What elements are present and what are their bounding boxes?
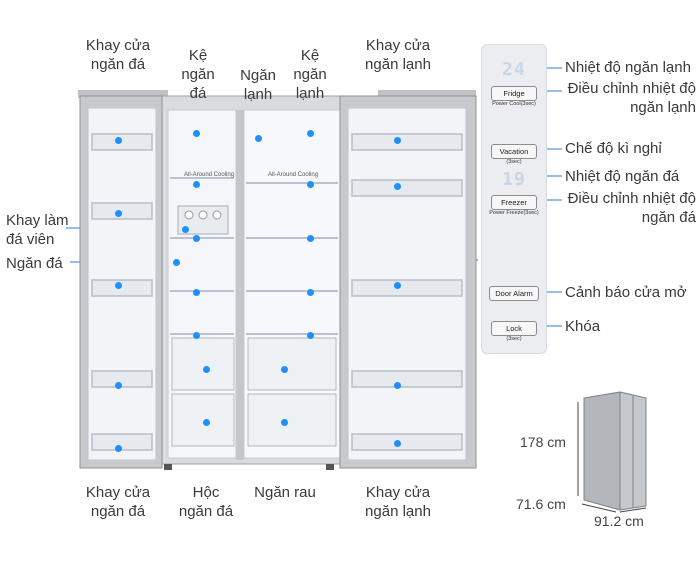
dot-freezer-drawer-1 [202, 365, 210, 373]
dimension-height: 178 cm [520, 434, 566, 450]
fridge-illustration [78, 90, 477, 470]
label-ngan-lanh: Ngăn lạnh [240, 67, 276, 103]
label-ke-ngan-lanh: Kệ ngăn lạnh [293, 47, 327, 102]
label-khay-lam-da-vien: Khay làm đá viên [6, 212, 69, 248]
dot-veg-drawer-2 [280, 418, 288, 426]
dot-freezer-shelf-2 [192, 180, 200, 188]
label-nhiet-do-ngan-da: Nhiệt độ ngăn đá [565, 168, 680, 185]
dimension-width: 91.2 cm [594, 513, 644, 529]
dot-freezer-zone [172, 258, 180, 266]
lock-button[interactable]: Lock [491, 321, 537, 336]
label-khay-cua-ngan-da-bottom: Khay cửa ngăn đá [85, 484, 151, 520]
fridge-button[interactable]: Fridge [491, 86, 537, 101]
dot-fridge-zone [254, 134, 262, 142]
label-ke-ngan-da: Kệ ngăn đá [181, 47, 215, 102]
dot-right-door-tray-2 [393, 182, 401, 190]
freezer-sub-label: Power Freeze(3sec) [489, 210, 539, 216]
dot-veg-drawer-1 [280, 365, 288, 373]
label-dieu-chinh-ngan-lanh: Điều chỉnh nhiệt độ ngăn lạnh [567, 80, 696, 116]
fridge-thumbnail [577, 391, 647, 513]
dot-fridge-shelf-3 [306, 234, 314, 242]
dot-left-door-tray-5 [114, 444, 122, 452]
label-nhiet-do-ngan-lanh: Nhiệt độ ngăn lạnh [565, 59, 691, 76]
dot-freezer-drawer-2 [202, 418, 210, 426]
label-khoa: Khóa [565, 318, 601, 335]
door-alarm-button[interactable]: Door Alarm [489, 286, 539, 301]
dot-right-door-tray-5 [393, 439, 401, 447]
freezer-temp-display: 19 [502, 169, 526, 190]
dot-left-door-tray-2 [114, 209, 122, 217]
fridge-temp-display: 24 [502, 59, 526, 80]
label-ngan-da: Ngăn đá [6, 255, 63, 272]
dot-right-door-tray-1 [393, 136, 401, 144]
label-che-do-ki-nghi: Chế độ kì nghỉ [565, 140, 662, 157]
label-canh-bao-cua-mo: Cảnh báo cửa mở [565, 284, 687, 301]
dot-fridge-shelf-2 [306, 180, 314, 188]
lock-sub-label: (3sec) [506, 336, 522, 342]
dot-right-door-tray-4 [393, 381, 401, 389]
dot-freezer-shelf-5 [192, 331, 200, 339]
dot-fridge-shelf-1 [306, 129, 314, 137]
label-khay-cua-ngan-da-top: Khay cửa ngăn đá [85, 37, 151, 73]
dot-right-door-tray-3 [393, 281, 401, 289]
cooling-text-left: All-Around Cooling [184, 172, 235, 178]
dot-left-door-tray-3 [114, 281, 122, 289]
vacation-sub-label: (3sec) [506, 159, 522, 165]
fridge-sub-label: Power Cool(3sec) [492, 101, 536, 107]
vacation-button[interactable]: Vacation [491, 144, 537, 159]
cooling-text-right: All-Around Cooling [268, 172, 319, 178]
dot-freezer-shelf-3 [192, 234, 200, 242]
dot-freezer-shelf-4 [192, 288, 200, 296]
dot-left-door-tray-1 [114, 136, 122, 144]
label-hoc-ngan-da: Hộc ngăn đá [178, 484, 234, 520]
label-dieu-chinh-ngan-da: Điều chỉnh nhiệt độ ngăn đá [567, 190, 696, 226]
dot-left-door-tray-4 [114, 381, 122, 389]
label-khay-cua-ngan-lanh-top: Khay cửa ngăn lạnh [365, 37, 431, 73]
dot-freezer-shelf-1 [192, 129, 200, 137]
dot-ice-maker [181, 225, 189, 233]
dot-fridge-shelf-4 [306, 288, 314, 296]
label-khay-cua-ngan-lanh-bottom: Khay cửa ngăn lạnh [365, 484, 431, 520]
dot-fridge-shelf-5 [306, 331, 314, 339]
label-ngan-rau: Ngăn rau [254, 484, 316, 501]
freezer-button[interactable]: Freezer [491, 195, 537, 210]
control-panel: 24 Fridge Power Cool(3sec) Vacation (3se… [481, 44, 547, 354]
dimension-depth: 71.6 cm [516, 496, 566, 512]
